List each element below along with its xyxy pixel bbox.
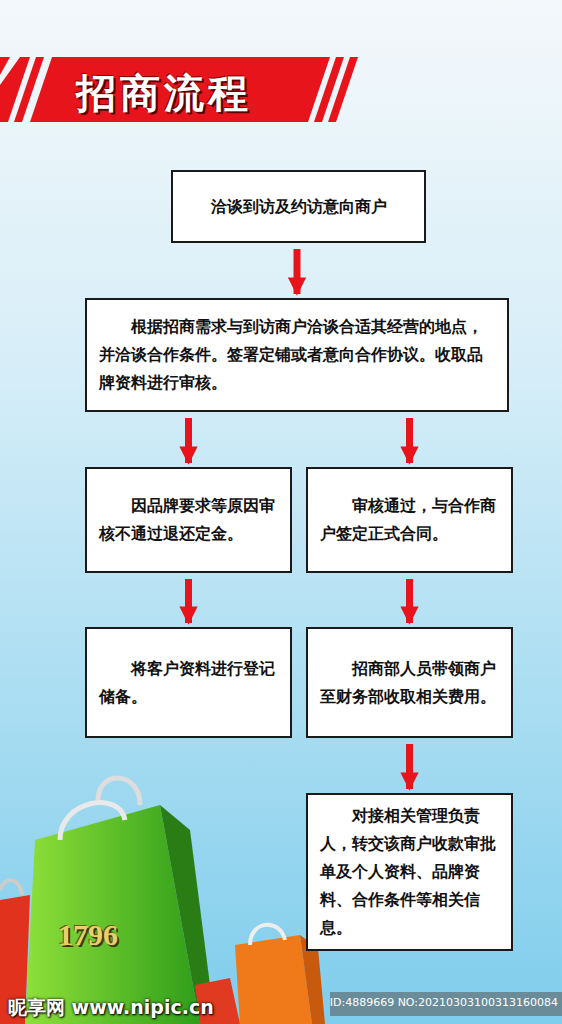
step-text: 对接相关管理负责人，转交该商户收款审批单及个人资料、品牌资料、合作条件等相关信息…	[320, 802, 499, 942]
process-box: 对接相关管理负责人，转交该商户收款审批单及个人资料、品牌资料、合作条件等相关信息…	[306, 793, 513, 951]
flow-arrow	[406, 579, 413, 623]
badge-number: 1796	[58, 918, 118, 952]
step-text: 洽谈到访及约访意向商户	[185, 193, 412, 221]
page-title: 招商流程	[76, 66, 252, 121]
process-box: 因品牌要求等原因审核不通过退还定金。	[85, 467, 292, 573]
flow-arrow	[406, 744, 413, 789]
step-text: 招商部人员带领商户至财务部收取相关费用。	[320, 655, 499, 711]
flow-arrow	[406, 418, 413, 463]
step-text: 根据招商需求与到访商户洽谈合适其经营的地点，并洽谈合作条件。签署定铺或者意向合作…	[99, 313, 495, 397]
process-box: 招商部人员带领商户至财务部收取相关费用。	[306, 627, 513, 738]
step-text: 因品牌要求等原因审核不通过退还定金。	[99, 492, 278, 548]
process-box: 将客户资料进行登记储备。	[85, 627, 292, 738]
process-box: 根据招商需求与到访商户洽谈合适其经营的地点，并洽谈合作条件。签署定铺或者意向合作…	[85, 298, 509, 412]
process-box: 审核通过，与合作商户签定正式合同。	[306, 467, 513, 573]
id-bar	[330, 992, 562, 1016]
step-text: 审核通过，与合作商户签定正式合同。	[320, 492, 499, 548]
step-text: 将客户资料进行登记储备。	[99, 655, 278, 711]
shopping-bags	[0, 778, 325, 1024]
image-id: ID:4889669 NO:20210303100313160084	[330, 996, 558, 1009]
flow-arrow	[185, 579, 192, 623]
flow-arrow	[294, 249, 301, 294]
watermark: 昵享网 www.nipic.cn	[8, 995, 214, 1021]
process-box: 洽谈到访及约访意向商户	[171, 170, 426, 243]
flow-arrow	[185, 418, 192, 463]
title-banner	[0, 57, 358, 122]
